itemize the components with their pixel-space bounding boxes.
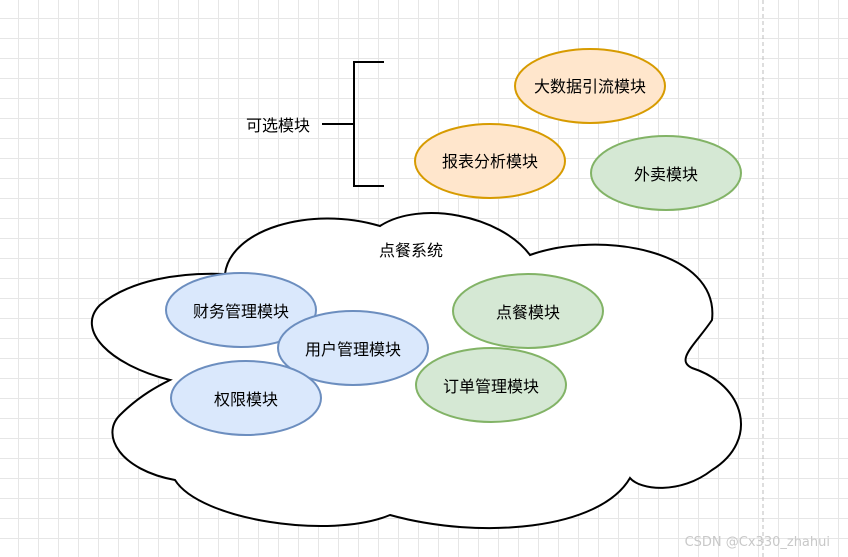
- module-ellipse-takeout[interactable]: 外卖模块: [590, 135, 742, 211]
- module-label: 报表分析模块: [442, 152, 538, 171]
- module-ellipse-big-data[interactable]: 大数据引流模块: [514, 48, 666, 124]
- system-cloud-shape: [90, 212, 742, 530]
- optional-modules-label: 可选模块: [246, 116, 310, 135]
- module-label: 点餐模块: [496, 303, 560, 322]
- module-label: 用户管理模块: [305, 340, 401, 359]
- system-title: 点餐系统: [379, 241, 443, 260]
- module-ellipse-user-management[interactable]: 用户管理模块: [277, 310, 429, 386]
- module-ellipse-report-analysis[interactable]: 报表分析模块: [414, 123, 566, 199]
- module-label: 财务管理模块: [193, 302, 289, 321]
- module-ellipse-permission[interactable]: 权限模块: [170, 360, 322, 436]
- module-ellipse-finance[interactable]: 财务管理模块: [165, 272, 317, 348]
- module-label: 外卖模块: [634, 165, 698, 184]
- module-label: 大数据引流模块: [534, 77, 646, 96]
- module-ellipse-ordering[interactable]: 点餐模块: [452, 273, 604, 349]
- bracket-shape: [322, 61, 384, 187]
- module-ellipse-order-management[interactable]: 订单管理模块: [415, 347, 567, 423]
- module-label: 订单管理模块: [443, 377, 539, 396]
- module-label: 权限模块: [214, 390, 278, 409]
- watermark-text: CSDN @Cx330_zhahui: [685, 535, 830, 550]
